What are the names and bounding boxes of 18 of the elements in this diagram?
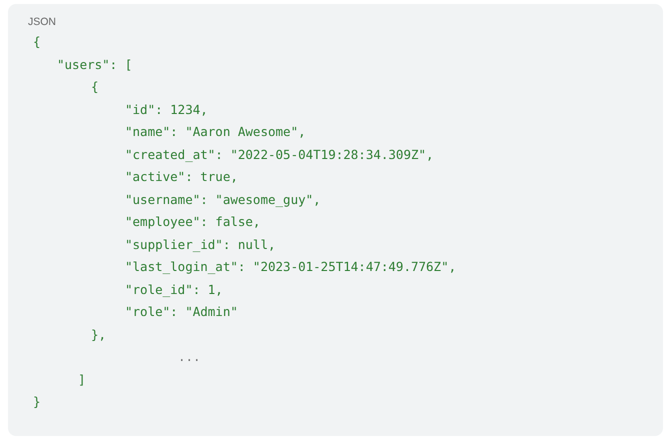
code-line: "name": "Aaron Awesome",	[125, 124, 306, 140]
code-line: "role_id": 1,	[125, 282, 223, 298]
code-line: "users": [	[57, 56, 132, 72]
code-line: {	[91, 79, 99, 95]
code-line: "id": 1234,	[125, 102, 208, 118]
code-line: "username": "awesome_guy",	[125, 192, 321, 208]
code-line: "supplier_id": null,	[125, 236, 276, 252]
code-line: {	[33, 34, 41, 50]
code-line: ]	[78, 372, 86, 388]
code-line: }	[33, 394, 41, 410]
code-line: "role": "Admin"	[125, 304, 238, 320]
code-line: },	[91, 326, 106, 342]
code-line: "employee": false,	[125, 214, 260, 230]
code-line: "active": true,	[125, 169, 238, 185]
code-line: "last_login_at": "2023-01-25T14:47:49.776Z",	[125, 259, 456, 275]
language-label: JSON	[28, 16, 56, 28]
code-line: "created_at": "2022-05-04T19:28:34.309Z",	[125, 146, 434, 162]
ellipsis: ...	[178, 349, 201, 365]
